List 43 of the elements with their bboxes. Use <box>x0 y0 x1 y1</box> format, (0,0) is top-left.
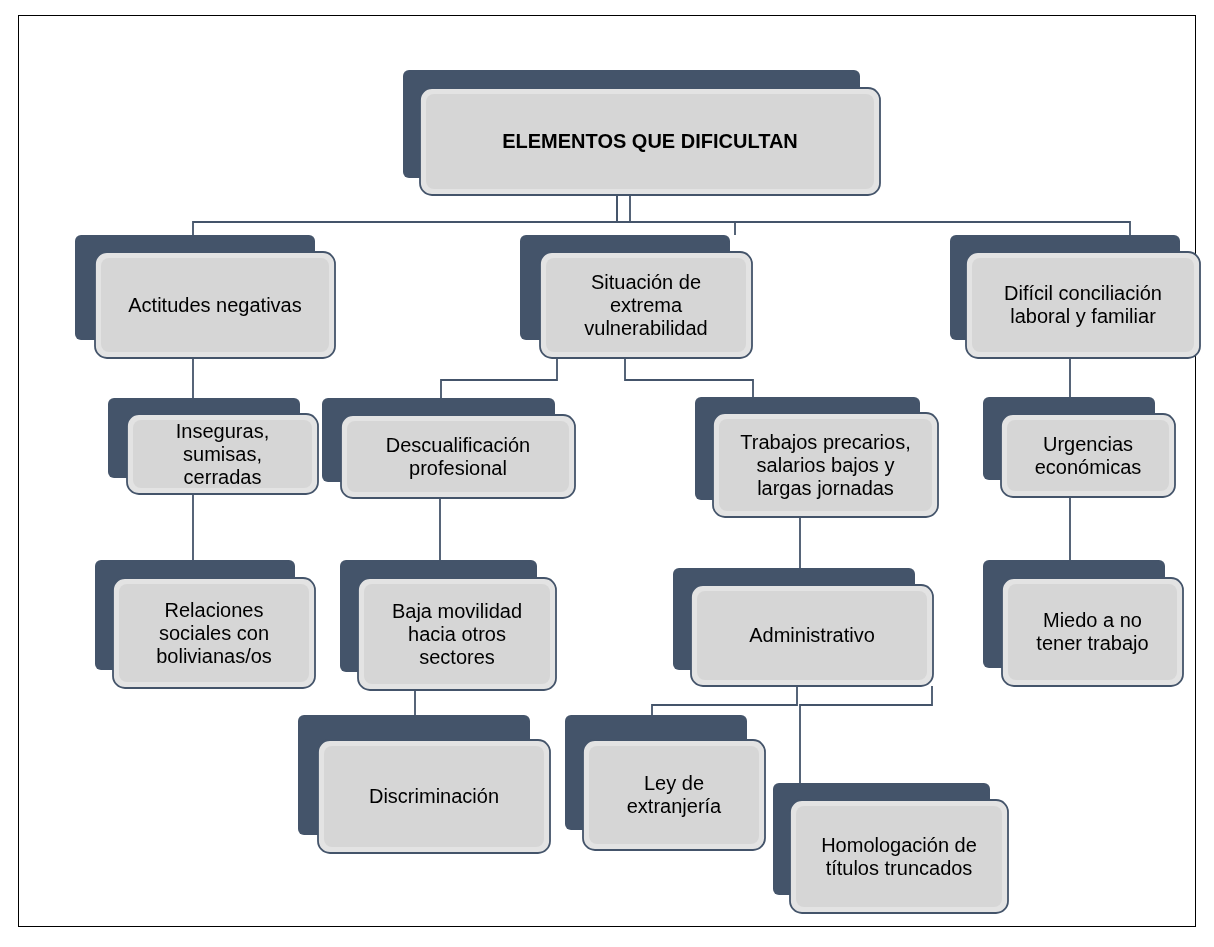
connector-line <box>439 497 441 561</box>
connector-line <box>651 685 798 716</box>
stacked-box <box>520 235 752 358</box>
stacked-box <box>983 560 1183 686</box>
stacked-box <box>298 715 550 853</box>
stacked-box <box>75 235 335 358</box>
stacked-box <box>983 397 1175 497</box>
box-label: Discriminación <box>368 784 500 809</box>
connector-line <box>629 194 1131 236</box>
box-label: Inseguras, sumisas, cerradas <box>174 418 271 490</box>
connector-line <box>799 685 933 784</box>
connector-line <box>616 194 736 236</box>
connector-line <box>1069 357 1071 398</box>
connector-line <box>624 357 754 398</box>
heading-text: ELEMENTOS QUE DIFICULTAN <box>501 129 799 154</box>
box-label: Urgencias económicas <box>1033 431 1143 480</box>
connector-line <box>414 689 416 716</box>
stacked-box <box>950 235 1200 358</box>
connector-line <box>799 516 801 569</box>
box-label: Trabajos precarios, salarios bajos y largas jornadas <box>739 429 912 501</box>
box-label: Situación de extrema vulnerabilidad <box>583 269 709 341</box>
connector-line <box>192 493 194 561</box>
box-label: Actitudes negativas <box>127 292 303 318</box>
title-box <box>403 70 880 195</box>
connector-line <box>1069 496 1071 561</box>
stacked-box <box>340 560 556 690</box>
stacked-box <box>695 397 938 517</box>
box-label: Miedo a no tener trabajo <box>1035 608 1150 656</box>
box-label: Baja movilidad hacia otros sectores <box>390 598 524 670</box>
box-label: Relaciones sociales con bolivianas/os <box>155 597 273 669</box>
box-label: Homologación de títulos truncados <box>820 832 978 881</box>
stacked-box <box>95 560 315 688</box>
connector-line <box>440 357 558 399</box>
stacked-box <box>565 715 765 850</box>
stacked-box <box>673 568 933 686</box>
box-label: Difícil conciliación laboral y familiar <box>1003 281 1163 329</box>
stacked-box <box>108 398 318 494</box>
connector-line <box>192 357 194 399</box>
box-label: Administrativo <box>748 623 876 648</box>
stacked-box <box>773 783 1008 913</box>
stacked-box <box>322 398 575 498</box>
box-label: Descualificación profesional <box>384 432 532 481</box>
box-label: Ley de extranjería <box>625 771 723 819</box>
